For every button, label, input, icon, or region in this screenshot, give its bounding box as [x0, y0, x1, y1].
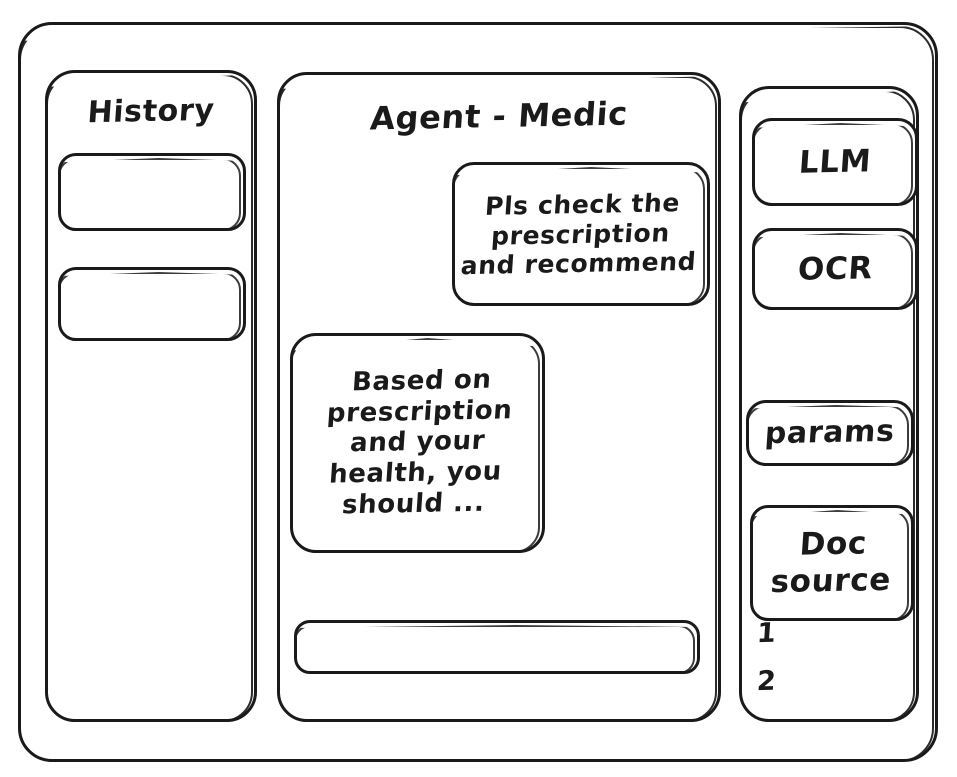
- history-panel-title: History: [86, 92, 216, 131]
- chat-message-assistant: Based on prescription and your health, y…: [290, 333, 545, 553]
- chat-message-user-text: Pls check the prescription and recommend: [460, 187, 698, 280]
- tool-button-ocr[interactable]: OCR: [752, 228, 918, 310]
- chat-message-assistant-text: Based on prescription and your health, y…: [325, 364, 514, 521]
- tool-button-llm-label: LLM: [797, 143, 873, 181]
- app-window-frame: [18, 22, 938, 762]
- doc-source-reference-2[interactable]: 2: [755, 665, 778, 698]
- chat-panel: [277, 72, 721, 722]
- history-panel: [45, 70, 257, 722]
- chat-message-user: Pls check the prescription and recommend: [452, 162, 710, 306]
- tool-button-params-label: params: [763, 414, 897, 452]
- tool-button-ocr-label: OCR: [796, 249, 874, 288]
- history-item-2[interactable]: [58, 267, 246, 341]
- tool-button-llm[interactable]: LLM: [752, 118, 918, 206]
- tools-panel: [739, 86, 919, 722]
- history-item-1[interactable]: [58, 153, 246, 231]
- doc-source-reference-1[interactable]: 1: [755, 617, 778, 650]
- doc-source-label: Doc source: [769, 525, 893, 601]
- tool-button-params[interactable]: params: [746, 400, 914, 466]
- doc-source-box[interactable]: Doc source: [750, 505, 914, 621]
- message-input[interactable]: [294, 620, 700, 674]
